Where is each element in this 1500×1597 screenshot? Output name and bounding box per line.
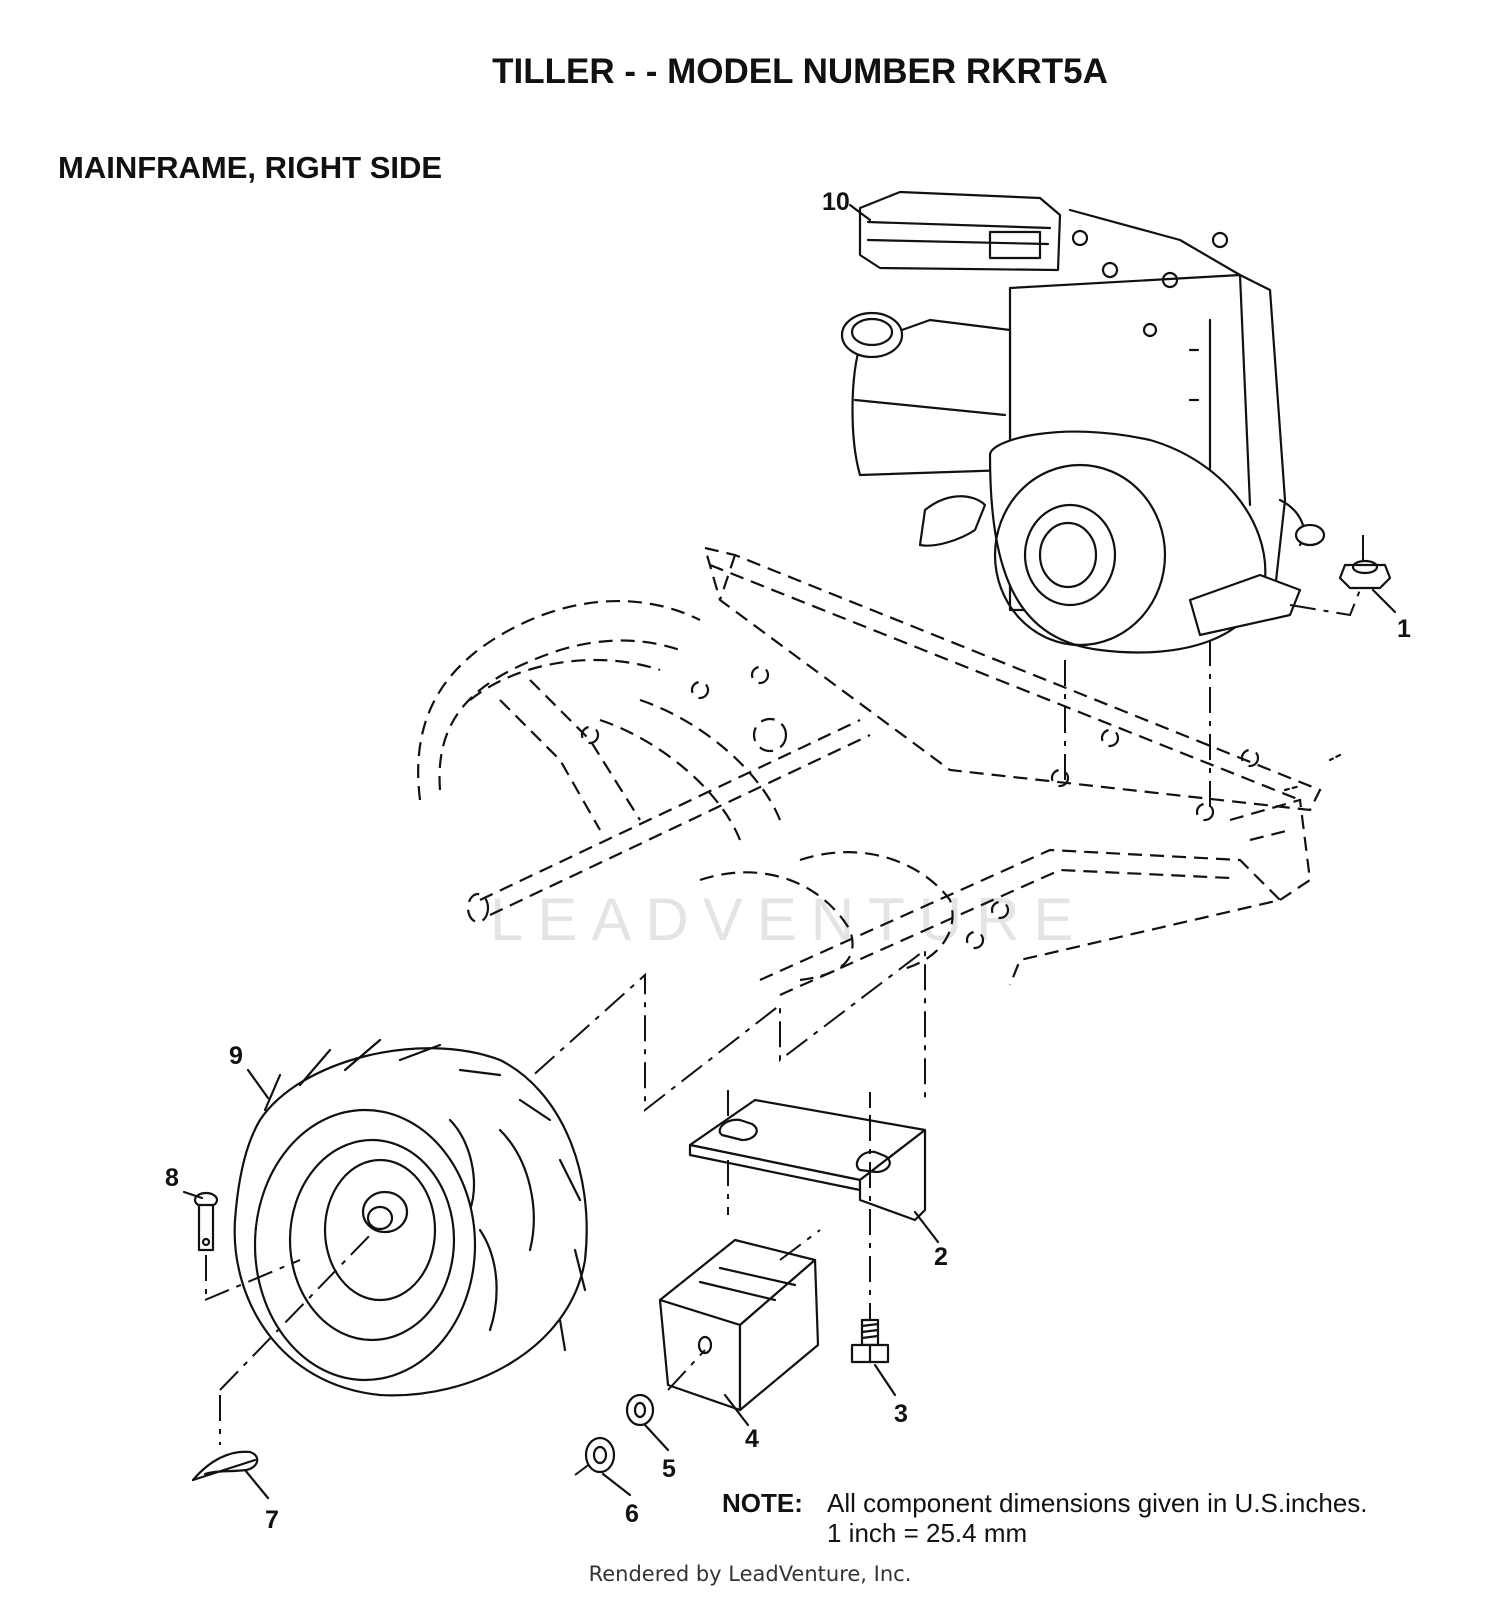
callouts: 1 2 3 4 5 6 7 8 9 10	[165, 188, 1411, 1534]
callout-9: 9	[229, 1042, 243, 1070]
engine	[840, 190, 1326, 654]
hex-bolt	[850, 1318, 890, 1364]
callout-5: 5	[662, 1455, 676, 1483]
mounting-bracket	[688, 1090, 927, 1330]
lock-washer	[625, 1393, 655, 1427]
tire-wheel-assembly	[204, 947, 926, 1397]
clevis-pin	[193, 1191, 219, 1300]
leader-nut	[1289, 589, 1361, 617]
mainframe-phantom	[417, 546, 1342, 997]
callout-10: 10	[822, 188, 850, 216]
callout-4: 4	[745, 1425, 759, 1453]
callout-7: 7	[265, 1506, 279, 1534]
callout-2: 2	[934, 1243, 948, 1271]
callout-8: 8	[165, 1164, 179, 1192]
dimension-note: NOTE: All component dimensions given in U…	[722, 1488, 1368, 1548]
rendered-by-footer: Rendered by LeadVenture, Inc.	[588, 1562, 912, 1586]
note-label: NOTE:	[722, 1488, 803, 1518]
hex-nut	[574, 1436, 616, 1476]
callout-3: 3	[894, 1400, 908, 1428]
diagram-subtitle: MAINFRAME, RIGHT SIDE	[58, 150, 443, 185]
diagram-title: TILLER - - MODEL NUMBER RKRT5A	[492, 52, 1108, 91]
callout-6: 6	[625, 1500, 639, 1528]
flange-nut	[1338, 535, 1392, 590]
hairpin-clip	[191, 1395, 259, 1482]
callout-1: 1	[1397, 615, 1411, 643]
note-line-2: 1 inch = 25.4 mm	[827, 1518, 1028, 1548]
note-line-1: All component dimensions given in U.S.in…	[827, 1488, 1368, 1518]
watermark-text: LEADVENTURE	[490, 886, 1087, 953]
frame-block	[658, 1229, 821, 1412]
